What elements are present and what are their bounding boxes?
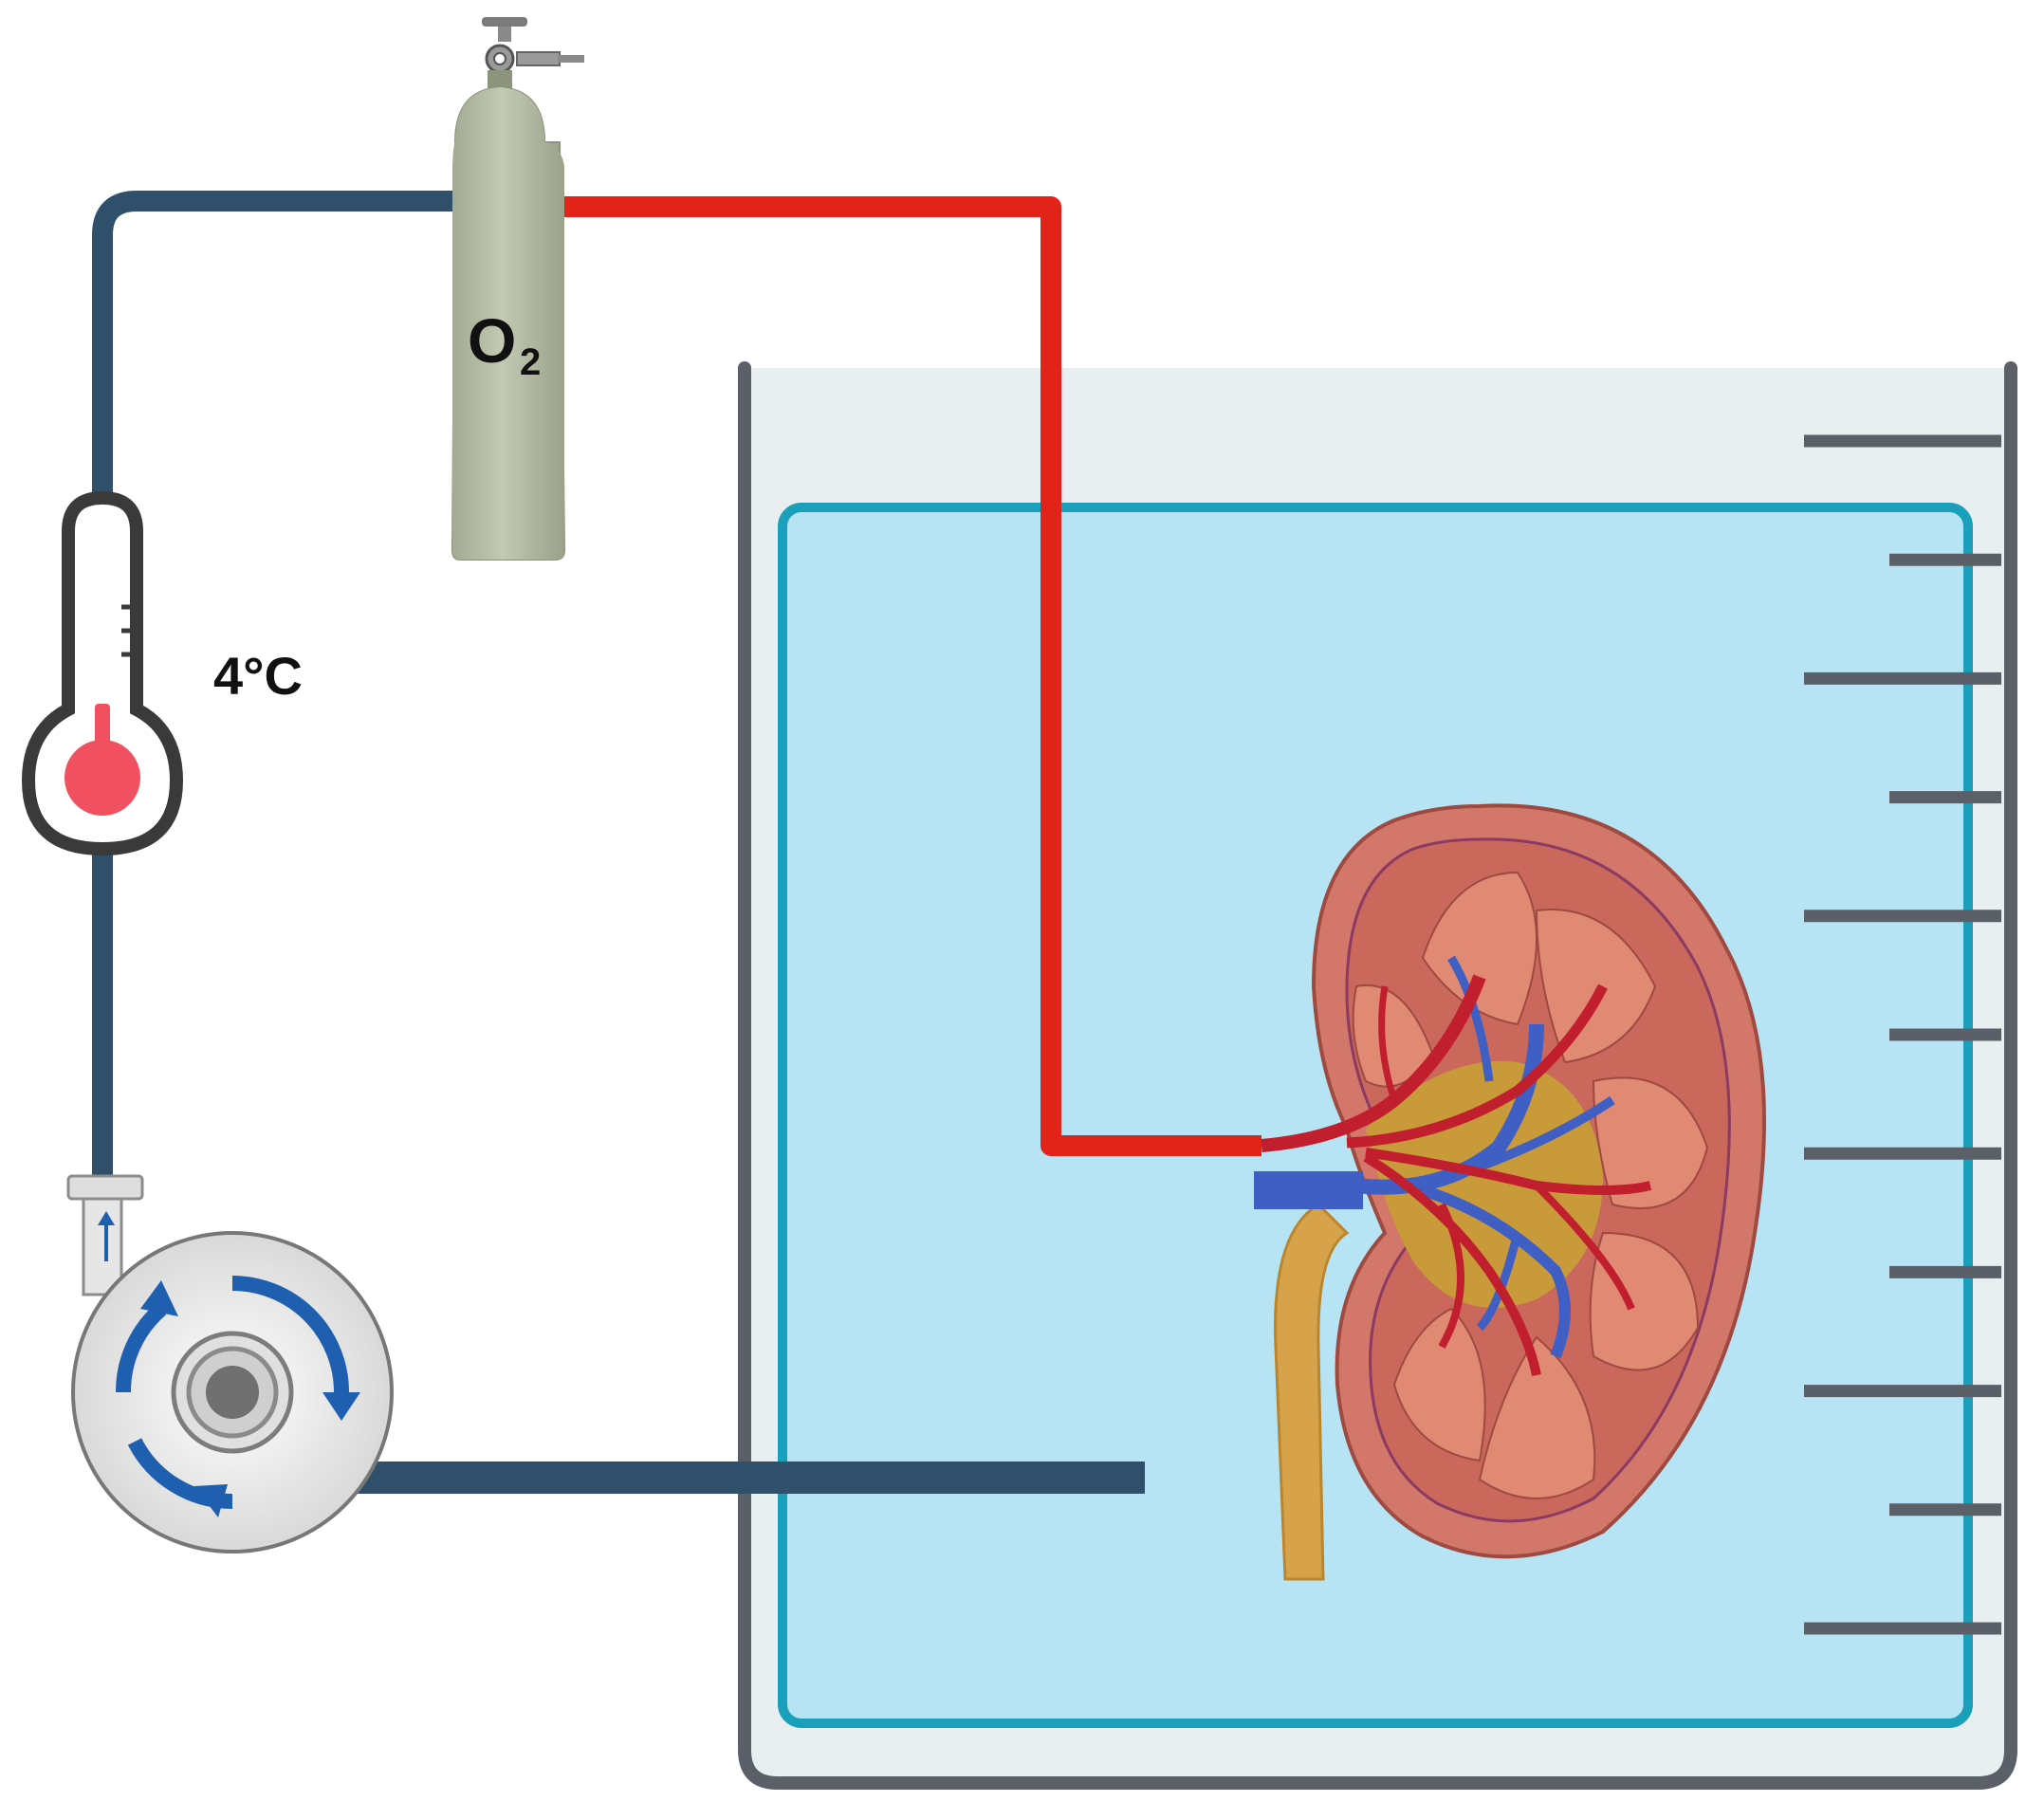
oxygen-cylinder-icon: O 2 [451, 17, 584, 561]
bath-outflow-tube-end [1133, 1462, 1145, 1494]
pump-icon [66, 1174, 394, 1553]
arterial-tubing [555, 196, 1261, 1156]
oxygen-label: O [468, 305, 516, 376]
temperature-label: 4°C [213, 646, 303, 706]
oxygen-subscript: 2 [520, 341, 541, 383]
kidney-icon [1254, 803, 1766, 1581]
thermometer-icon [21, 490, 184, 856]
beaker-scale [1804, 434, 2001, 1635]
return-tubing [92, 191, 460, 1186]
